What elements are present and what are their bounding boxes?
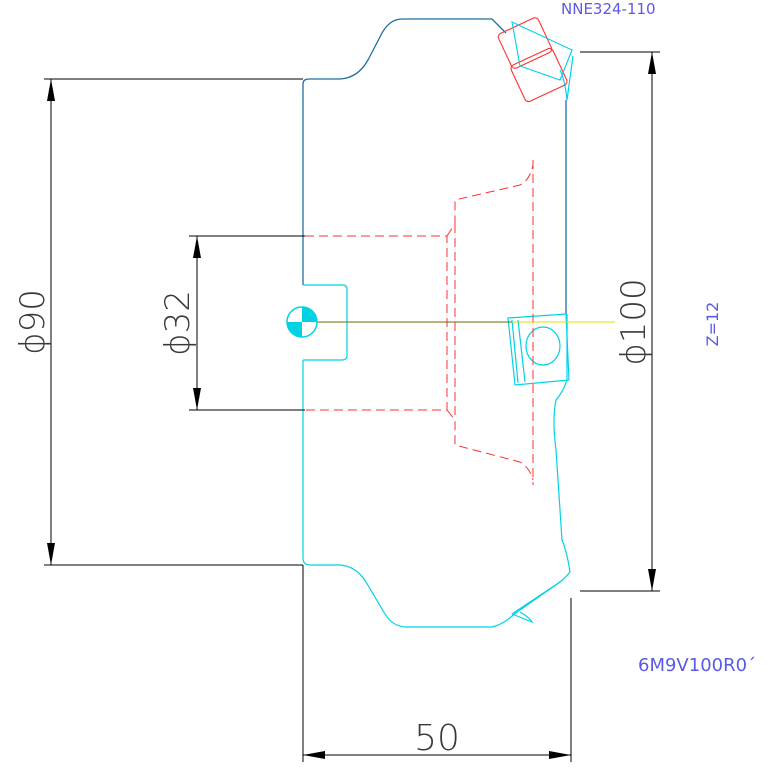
body-outline-upper xyxy=(302,18,567,314)
top-insert xyxy=(497,17,568,103)
center-mark-icon xyxy=(286,306,318,338)
bore-diameter-label: ϕ32 xyxy=(158,290,198,356)
body-outline-lower xyxy=(302,55,574,628)
top-insert-cyan xyxy=(511,21,573,81)
part-code-label: 6M9V100R0´ xyxy=(638,655,756,676)
insert-code-label: NNE324-110 xyxy=(561,0,656,18)
dimension-lines xyxy=(44,51,660,762)
dimension-arrows xyxy=(47,52,656,759)
cutting-diameter-label: ϕ100 xyxy=(614,278,654,365)
teeth-count-label: Z=12 xyxy=(703,302,722,347)
outer-diameter-label: ϕ90 xyxy=(13,289,53,355)
width-label: 50 xyxy=(414,718,460,759)
